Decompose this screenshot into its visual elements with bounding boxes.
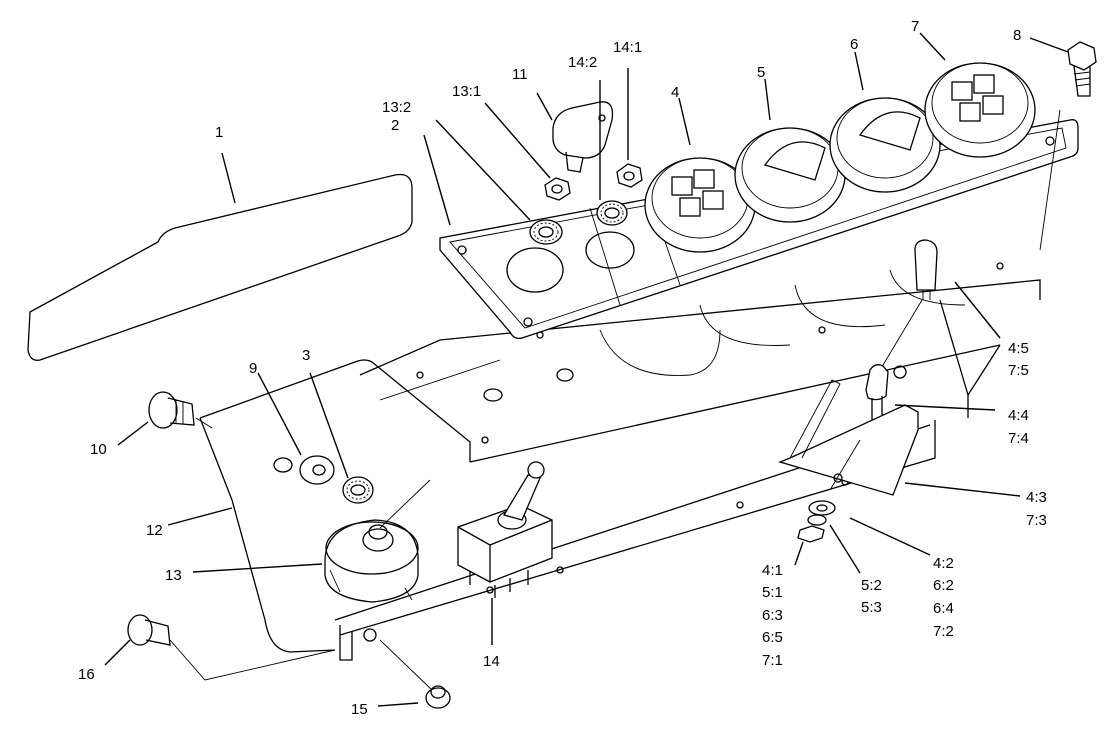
callout-5-2: 5:2 [861,577,882,594]
callout-3: 3 [302,347,310,364]
callout-4-2: 4:2 [933,555,954,572]
callout-4-5: 4:5 [1008,340,1029,357]
callout-16: 16 [78,666,95,683]
callout-9: 9 [249,360,257,377]
part-13-switch [324,479,431,603]
callout-12: 12 [146,522,163,539]
part-15-nut [379,639,451,709]
callout-6-5: 6:5 [762,629,783,646]
callout-5-1: 5:1 [762,584,783,601]
callout-7-5: 7:5 [1008,362,1029,379]
callout-4-4: 4:4 [1008,407,1029,424]
part-3-lock-washer [342,476,374,504]
part-13-2-washer [529,219,563,245]
callout-6: 6 [850,36,858,53]
callout-7-4: 7:4 [1008,430,1029,447]
callout-7: 7 [911,18,919,35]
callout-4: 4 [671,84,679,101]
part-10-screw [148,391,213,429]
callout-5: 5 [757,64,765,81]
callout-7-2: 7:2 [933,623,954,640]
callout-6-2: 6:2 [933,577,954,594]
callout-6-3: 6:3 [762,607,783,624]
callout-4-1: 4:1 [762,562,783,579]
part-7-gauge [924,62,1036,158]
part-4-gauge [644,157,756,253]
part-9-washer [299,455,335,485]
callout-2: 2 [391,117,399,134]
part-11-key [552,101,614,173]
callout-7-3: 7:3 [1026,512,1047,529]
callout-8: 8 [1013,27,1021,44]
callout-14-2: 14:2 [568,54,597,71]
callout-13-1: 13:1 [452,83,481,100]
callout-11: 11 [512,66,528,83]
callout-14-1: 14:1 [613,39,642,56]
callout-13: 13 [165,567,182,584]
part-14-2-washer [596,200,628,226]
callout-10: 10 [90,441,107,458]
part-14-1-nut [616,163,643,188]
callout-labels: 1 2 3 4 5 6 7 8 9 10 11 12 13 13:1 13:2 … [78,18,1047,718]
part-16-screw [127,614,336,681]
part-5-gauge [734,127,846,223]
callout-15: 15 [351,701,368,718]
callout-7-1: 7:1 [762,652,783,669]
callout-4-3: 4:3 [1026,489,1047,506]
callout-14: 14 [483,653,500,670]
leader-lines [104,32,1069,707]
part-13-1-nut [544,177,571,201]
callout-1: 1 [215,124,223,141]
part-6-gauge [829,97,941,193]
part-14-toggle [457,461,553,598]
part-8-bolt [1039,41,1097,251]
callout-13-2: 13:2 [382,99,411,116]
callout-5-3: 5:3 [861,599,882,616]
part-12-housing [199,262,1041,661]
part-1-decal [27,173,413,361]
callout-6-4: 6:4 [933,600,954,617]
lamp-assembly [778,239,938,543]
